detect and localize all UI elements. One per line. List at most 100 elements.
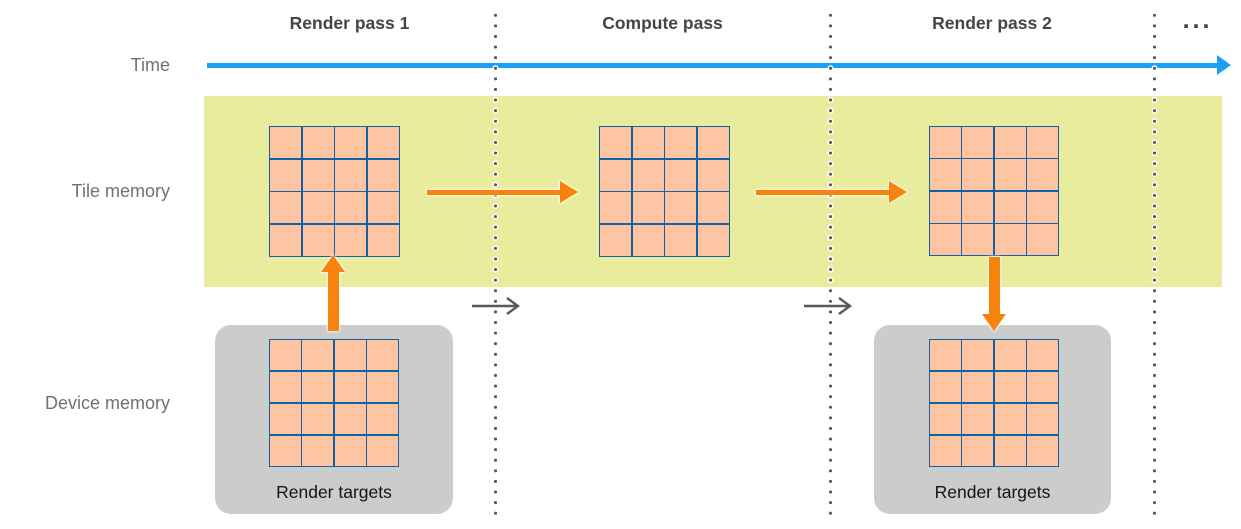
texture-tile-cell	[994, 127, 1026, 158]
texture-tile-cell	[1027, 191, 1058, 223]
texture-tile-cell	[962, 159, 994, 191]
pass-label-render-pass-2: Render pass 2	[932, 13, 1052, 33]
texture-tile-cell	[367, 159, 399, 191]
texture-tile-cell	[1027, 127, 1058, 158]
texture-tile-cell	[697, 159, 729, 191]
texture-tile-cell	[367, 127, 399, 159]
tile-pass-arrow-icon-2	[756, 181, 907, 203]
texture-tile-cell	[1027, 403, 1058, 435]
texture-tile-cell	[930, 435, 961, 466]
tile-texture-grid-render-pass-1	[269, 126, 400, 257]
pass-divider-1	[491, 10, 499, 520]
texture-tile-cell	[994, 340, 1026, 371]
texture-tile-cell	[1027, 371, 1058, 403]
texture-tile-cell	[335, 159, 367, 191]
texture-tile-cell	[600, 224, 632, 256]
texture-tile-cell	[665, 127, 697, 159]
texture-tile-cell	[600, 159, 632, 191]
texture-tile-cell	[335, 127, 367, 159]
tile-texture-grid-compute-pass	[599, 126, 730, 257]
texture-tile-cell	[334, 371, 366, 403]
texture-tile-cell	[930, 403, 961, 435]
texture-tile-cell	[697, 224, 729, 256]
texture-tile-cell	[302, 159, 334, 191]
texture-tile-cell	[994, 191, 1026, 223]
device-texture-grid-1	[269, 339, 399, 467]
render-targets-label-1: Render targets	[276, 482, 392, 502]
row-label-tile-memory: Tile memory	[71, 181, 170, 201]
pass-label-render-pass-1: Render pass 1	[289, 13, 410, 33]
render-targets-label-2: Render targets	[934, 482, 1051, 502]
texture-tile-cell	[302, 224, 334, 256]
texture-tile-cell	[335, 224, 367, 256]
pass-transition-arrow-icon-2	[804, 297, 853, 315]
pass-transition-arrow-icon-1	[472, 297, 521, 315]
texture-tile-cell	[1027, 435, 1058, 466]
texture-tile-cell	[665, 224, 697, 256]
texture-tile-cell	[962, 435, 994, 466]
texture-tile-cell	[930, 191, 961, 223]
texture-tile-cell	[367, 403, 398, 435]
texture-tile-cell	[994, 435, 1026, 466]
pass-label-compute-pass: Compute pass	[602, 13, 723, 33]
texture-tile-cell	[1027, 224, 1058, 255]
texture-tile-cell	[302, 192, 334, 224]
pass-label-ellipsis: ...	[1182, 6, 1213, 34]
device-memory-box-2: Render targets	[874, 325, 1111, 514]
pass-divider-3	[1150, 10, 1158, 520]
texture-tile-cell	[270, 224, 302, 256]
texture-tile-cell	[335, 192, 367, 224]
texture-tile-cell	[367, 192, 399, 224]
texture-tile-cell	[665, 159, 697, 191]
texture-tile-cell	[600, 127, 632, 159]
texture-tile-cell	[302, 127, 334, 159]
row-label-device-memory: Device memory	[44, 393, 170, 413]
texture-tile-cell	[994, 403, 1026, 435]
texture-tile-cell	[930, 224, 961, 255]
texture-tile-cell	[994, 159, 1026, 191]
texture-tile-cell	[334, 340, 366, 371]
texture-tile-cell	[270, 371, 301, 403]
texture-tile-cell	[270, 403, 301, 435]
texture-tile-cell	[270, 192, 302, 224]
texture-tile-cell	[962, 403, 994, 435]
texture-tile-cell	[270, 435, 301, 466]
texture-tile-cell	[600, 192, 632, 224]
texture-tile-cell	[632, 192, 664, 224]
texture-tile-cell	[632, 127, 664, 159]
load-arrow-icon	[321, 255, 345, 331]
texture-tile-cell	[367, 371, 398, 403]
texture-tile-cell	[994, 371, 1026, 403]
texture-tile-cell	[302, 371, 334, 403]
texture-tile-cell	[334, 403, 366, 435]
texture-tile-cell	[270, 340, 301, 371]
texture-tile-cell	[962, 191, 994, 223]
texture-tile-cell	[270, 127, 302, 159]
tile-pass-arrow-icon-1	[427, 181, 578, 203]
device-memory-box-1: Render targets	[215, 325, 453, 514]
store-arrow-icon	[982, 257, 1006, 331]
device-texture-grid-2	[929, 339, 1059, 467]
texture-tile-cell	[367, 224, 399, 256]
texture-tile-cell	[302, 403, 334, 435]
texture-tile-cell	[962, 224, 994, 255]
texture-tile-cell	[302, 340, 334, 371]
texture-tile-cell	[697, 127, 729, 159]
texture-tile-cell	[930, 340, 961, 371]
row-label-time: Time	[130, 55, 170, 75]
texture-tile-cell	[302, 435, 334, 466]
texture-tile-cell	[367, 435, 398, 466]
texture-tile-cell	[962, 127, 994, 158]
texture-tile-cell	[632, 159, 664, 191]
texture-tile-cell	[930, 127, 961, 158]
texture-tile-cell	[334, 435, 366, 466]
texture-tile-cell	[1027, 340, 1058, 371]
texture-tile-cell	[632, 224, 664, 256]
texture-tile-cell	[930, 159, 961, 191]
texture-tile-cell	[665, 192, 697, 224]
texture-tile-cell	[367, 340, 398, 371]
texture-tile-cell	[1027, 159, 1058, 191]
texture-tile-cell	[270, 159, 302, 191]
texture-tile-cell	[930, 371, 961, 403]
